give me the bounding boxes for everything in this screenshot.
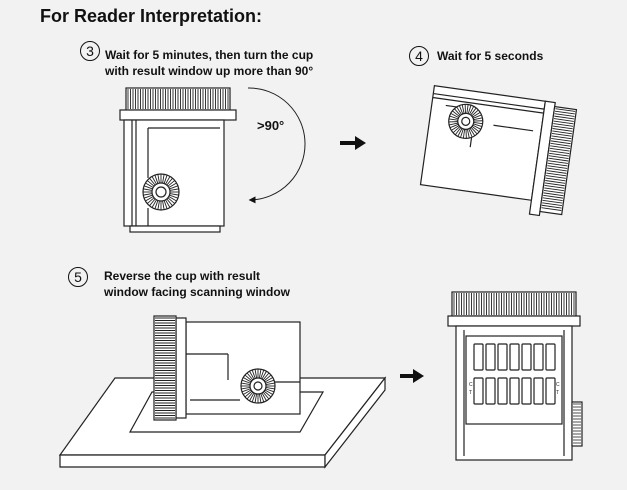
step-5-line-2: window facing scanning window (104, 285, 290, 299)
control-line-letter-right: C (556, 382, 560, 388)
rotation-angle-label: >90° (257, 118, 285, 133)
test-strip-window (545, 343, 556, 371)
test-strip-window (509, 377, 520, 405)
step-5-text: Reverse the cup with result window facin… (104, 268, 290, 300)
page-title: For Reader Interpretation: (40, 6, 263, 26)
test-strip-window (533, 343, 544, 371)
cup-upright-body (123, 119, 225, 227)
step-3-number: 3 (80, 41, 100, 61)
cup-tilted-body (419, 84, 547, 201)
test-strip-window (509, 343, 520, 371)
cup-tilted-illustration (419, 84, 578, 217)
rotation-arrow (247, 87, 306, 204)
step-5-number: 5 (68, 267, 88, 287)
cup-tilted-cap (539, 105, 578, 216)
cup-tilted-dial (448, 103, 484, 139)
step-5-line-1: Reverse the cup with result (104, 269, 261, 283)
test-strip-window (521, 343, 532, 371)
step-4-line-1: Wait for 5 seconds (437, 49, 544, 63)
next-arrow-2 (400, 369, 424, 383)
test-strip-window (545, 377, 556, 405)
test-strip-window (497, 377, 508, 405)
cup-upright-dial (142, 173, 180, 211)
cup-front-side-knob (571, 401, 583, 447)
test-strip-window (521, 377, 532, 405)
test-line-letter-left: T (469, 390, 472, 396)
step-3-line-2: with result window up more than 90° (105, 64, 314, 78)
result-window-letters: C T C T (469, 382, 560, 396)
cup-reversed-dial (240, 368, 276, 404)
test-strip-window (533, 377, 544, 405)
cup-reversed-illustration (153, 315, 301, 421)
test-strip-window (497, 343, 508, 371)
cup-front-illustration (447, 291, 583, 461)
test-strip-window (473, 343, 484, 371)
cup-upright-illustration (119, 87, 237, 233)
step-4-number: 4 (409, 46, 429, 66)
cup-upright-cap-ridges (127, 89, 229, 109)
test-line-letter-right: T (556, 390, 559, 396)
test-strip-window (485, 343, 496, 371)
step-3-line-1: Wait for 5 minutes, then turn the cup (105, 48, 314, 62)
test-strip-window (485, 377, 496, 405)
control-line-letter-left: C (469, 382, 473, 388)
step-4-text: Wait for 5 seconds (437, 48, 543, 64)
test-strip-window (473, 377, 484, 405)
step-3-text: Wait for 5 minutes, then turn the cup wi… (105, 47, 313, 79)
next-arrow-1 (340, 136, 366, 150)
cup-reversed-body (185, 321, 301, 415)
